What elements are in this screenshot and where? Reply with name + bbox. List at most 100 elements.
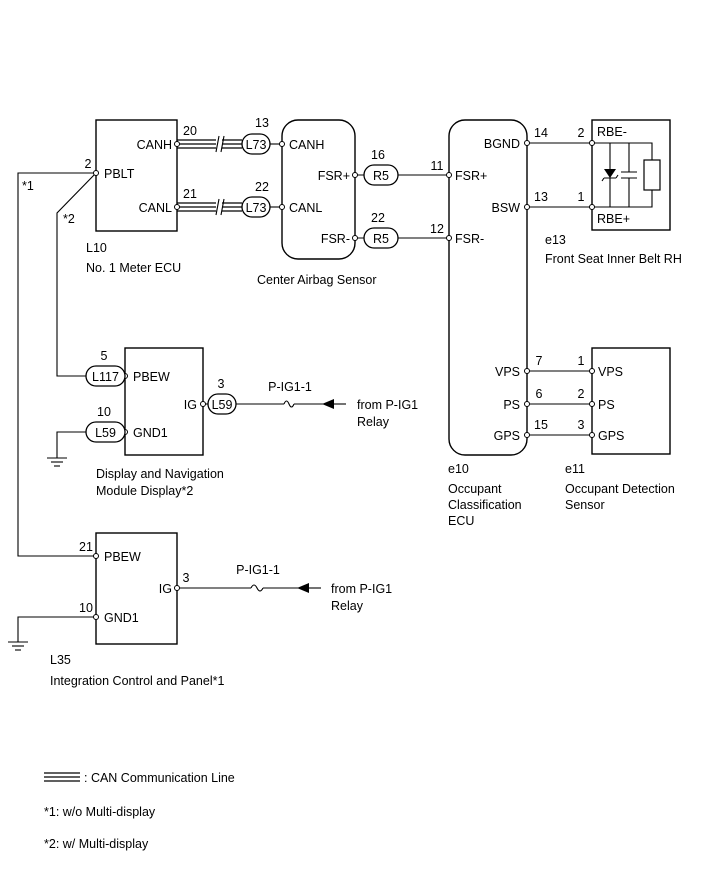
belt-pin-labels: RBE- RBE+ [597,125,630,226]
svg-text:13: 13 [534,190,548,204]
ground-symbol-integration [8,641,28,651]
svg-text:16: 16 [371,148,385,162]
meter-ecu-name: No. 1 Meter ECU [86,261,181,275]
relay-source-display-line-1: from P-IG1 [357,398,418,412]
relay-source-display-line-2: Relay [357,415,390,429]
svg-text:12: 12 [430,222,444,236]
belt-switch-circuit [592,142,661,208]
svg-text:14: 14 [534,126,548,140]
svg-text:22: 22 [371,211,385,225]
wire-integration-gnd [17,616,96,642]
meter-ecu-pin-numbers: 20 2 21 [85,124,197,201]
fuse-integration: P-IG1-1 [236,563,280,592]
connector-l59-ig: L59 [207,393,237,415]
display-box [124,347,204,456]
svg-text:FSR-: FSR- [455,232,484,246]
svg-text:L73: L73 [246,138,267,152]
relay-source-integration-line-1: from P-IG1 [331,582,392,596]
detection-pin-numbers: 1 2 3 [578,354,585,432]
belt-pin-numbers: 2 1 [578,126,585,204]
detection-name-line-2: Sensor [565,498,605,512]
belt-name: Front Seat Inner Belt RH [545,252,682,266]
svg-text:CANL: CANL [139,201,172,215]
wire-pblt-to-integration [17,172,96,557]
svg-text:CANH: CANH [289,138,324,152]
svg-text:IG: IG [184,398,197,412]
svg-text:3: 3 [183,571,190,585]
connector-l73-canl: L73 [241,196,271,218]
svg-text:3: 3 [218,377,225,391]
legend: : CAN Communication Line *1: w/o Multi-d… [44,771,235,851]
svg-text:PBLT: PBLT [104,167,135,181]
belt-id: e13 [545,233,566,247]
svg-text:13: 13 [255,116,269,130]
svg-text:21: 21 [79,540,93,554]
svg-text:CANH: CANH [137,138,172,152]
svg-text:L117: L117 [92,370,119,384]
svg-text:P-IG1-1: P-IG1-1 [268,380,312,394]
detection-box [591,347,671,455]
svg-text:FSR-: FSR- [321,232,350,246]
svg-text:6: 6 [536,387,543,401]
svg-text:VPS: VPS [598,365,623,379]
legend-note-2: *2: w/ Multi-display [44,837,149,851]
svg-text:20: 20 [183,124,197,138]
svg-text:P-IG1-1: P-IG1-1 [236,563,280,577]
occupant-ecu-id: e10 [448,462,469,476]
airbag-name: Center Airbag Sensor [257,273,377,287]
occupant-ecu-name-line-1: Occupant [448,482,502,496]
svg-text:GND1: GND1 [104,611,139,625]
legend-note-1: *1: w/o Multi-display [44,805,156,819]
connector-l117: L117 [85,365,126,387]
svg-text:1: 1 [578,190,585,204]
integration-pin-labels: PBEW IG GND1 [104,550,172,625]
wire-pblt-to-display [56,172,97,377]
display-pin-labels: PBEW IG GND1 [133,370,197,440]
connector-l59-gnd: L59 [85,421,126,443]
svg-text:L73: L73 [246,201,267,215]
integration-name: Integration Control and Panel*1 [50,674,224,688]
legend-can-line-symbol [44,772,80,782]
svg-text:R5: R5 [373,169,389,183]
fuse-display: P-IG1-1 [268,380,312,408]
svg-text:BSW: BSW [492,201,521,215]
wire-display-gnd [56,431,86,458]
occupant-ecu-pin-labels: FSR+ FSR- BGND BSW VPS PS GPS [455,137,520,443]
pin-terminals [93,140,595,620]
airbag-pin-numbers: 13 22 16 22 [255,116,385,225]
arrow-relay-display [322,399,334,409]
svg-text:VPS: VPS [495,365,520,379]
svg-text:2: 2 [578,387,585,401]
svg-text:RBE-: RBE- [597,125,627,139]
occupant-ecu-box [448,119,528,456]
ground-symbol-display [47,457,67,467]
svg-text:GPS: GPS [598,429,624,443]
svg-text:RBE+: RBE+ [597,212,630,226]
wire-display-ig [236,403,325,405]
meter-ecu-box [95,119,178,232]
detection-id: e11 [565,462,585,476]
svg-text:R5: R5 [373,232,389,246]
svg-text:GPS: GPS [494,429,520,443]
svg-text:2: 2 [85,157,92,171]
display-pin-numbers: 5 3 10 [97,349,224,419]
note-marker-star2: *2 [63,212,75,226]
svg-text:PBEW: PBEW [133,370,170,384]
svg-text:3: 3 [578,418,585,432]
svg-text:21: 21 [183,187,197,201]
integration-pin-numbers: 21 3 10 [79,540,189,615]
display-name-line-1: Display and Navigation [96,467,224,481]
detection-pin-labels: VPS PS GPS [598,365,624,443]
legend-can-line-label: : CAN Communication Line [84,771,235,785]
connector-l73-canh: L73 [241,133,271,155]
arrow-relay-integration [297,583,309,593]
svg-text:11: 11 [431,159,444,173]
display-name-line-2: Module Display*2 [96,484,193,498]
occupant-ecu-pin-numbers: 11 12 14 13 7 6 15 [430,126,548,432]
svg-text:FSR+: FSR+ [455,169,487,183]
svg-text:5: 5 [101,349,108,363]
svg-text:10: 10 [79,601,93,615]
airbag-pin-labels: CANH CANL FSR+ FSR- [289,138,350,246]
meter-ecu-id: L10 [86,241,107,255]
svg-text:BGND: BGND [484,137,520,151]
